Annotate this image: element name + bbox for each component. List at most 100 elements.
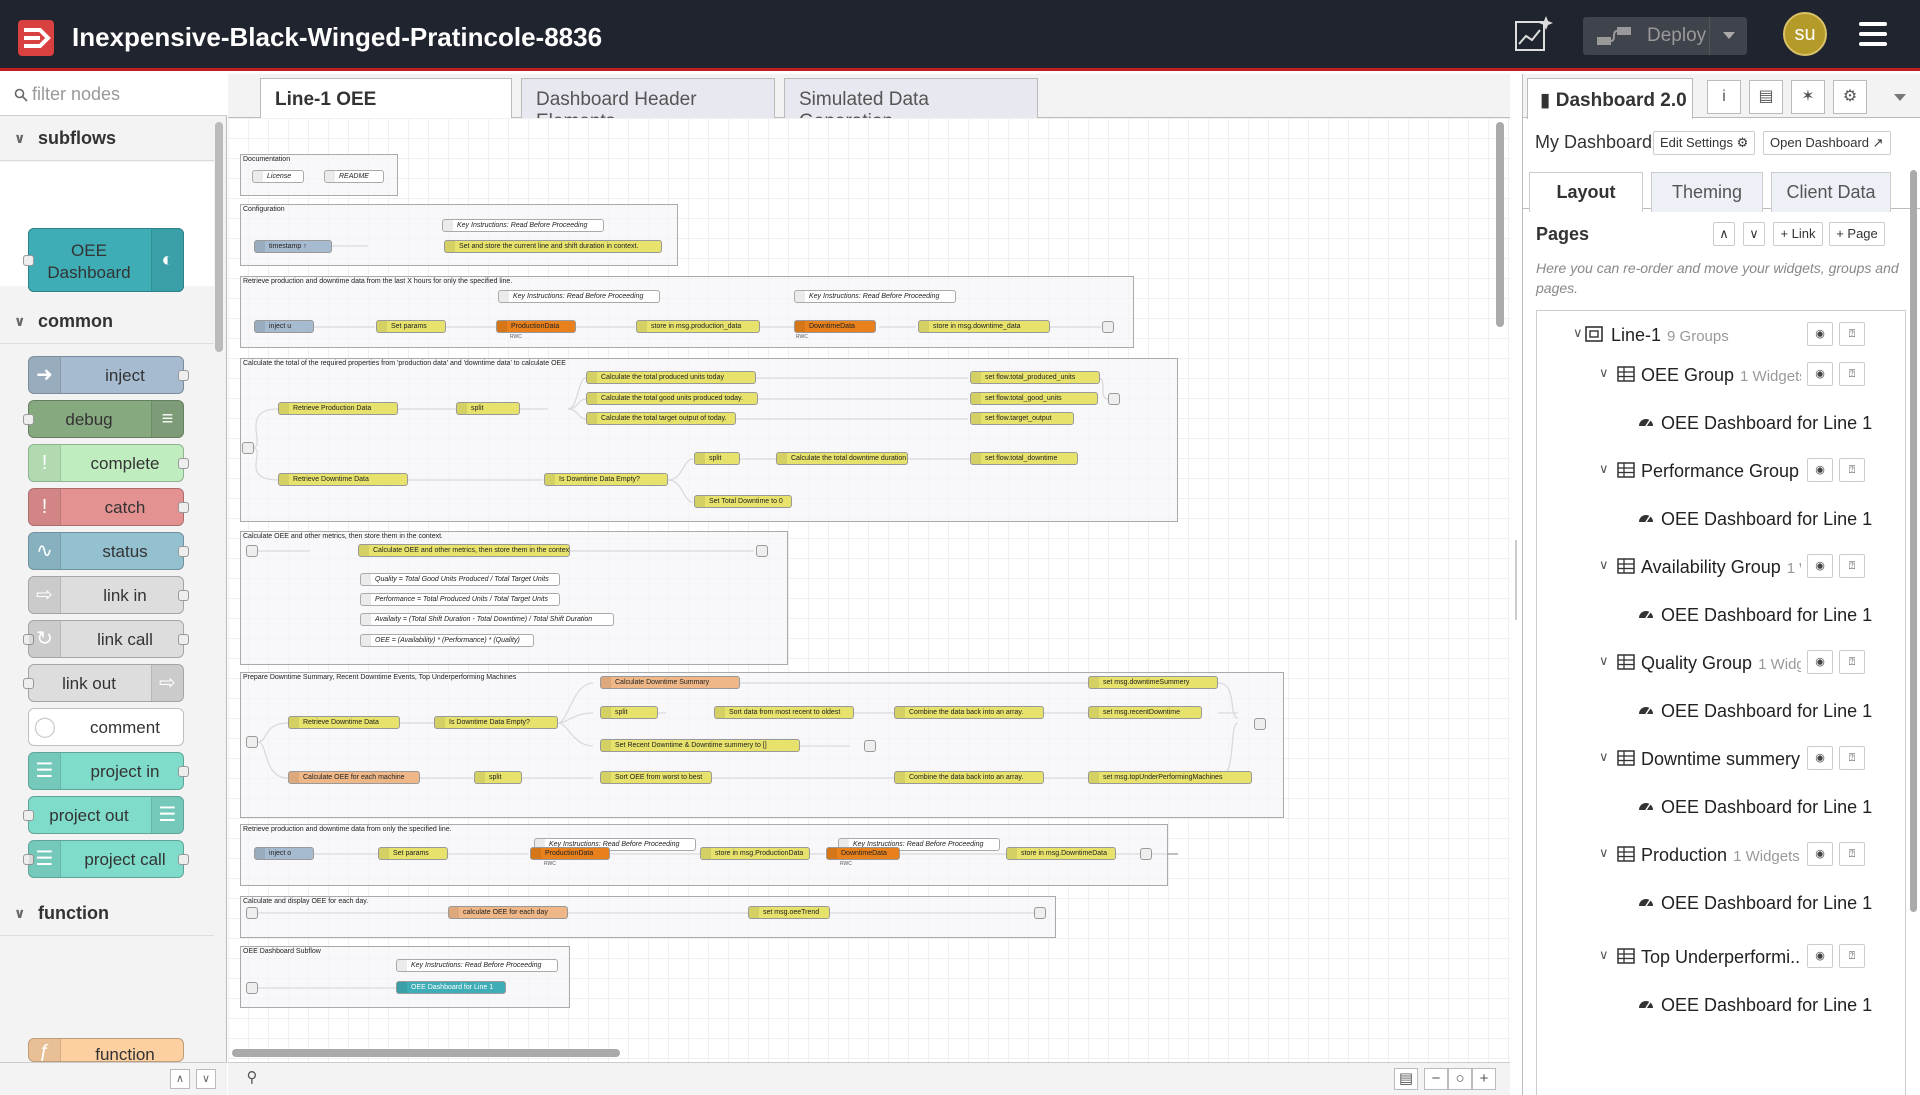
chevron-down-icon[interactable]: ∨: [1599, 461, 1609, 476]
change-node-total-downtime[interactable]: set flow.total_downtime: [970, 452, 1078, 465]
comment-node-availability[interactable]: Availaity = (Total Shift Duration - Tota…: [360, 613, 614, 626]
zoom-reset-icon[interactable]: ○: [1448, 1068, 1472, 1090]
group-retrieve-last-x-hours[interactable]: Retrieve production and downtime data fr…: [240, 276, 1134, 348]
function-node-oee-day[interactable]: calculate OEE for each day: [448, 906, 568, 919]
change-node-store-production[interactable]: store in msg.production_data: [636, 320, 760, 333]
output-port[interactable]: [178, 766, 189, 777]
chevron-down-icon[interactable]: ∨: [1599, 365, 1609, 380]
sort-node-recent[interactable]: Sort data from most recent to oldest: [714, 706, 854, 719]
deploy-dropdown-icon[interactable]: [1723, 32, 1735, 39]
category-common[interactable]: ∨common: [0, 300, 214, 344]
open-dashboard-button[interactable]: Open Dashboard ↗: [1763, 131, 1891, 155]
palette-node-catch[interactable]: !catch: [28, 488, 189, 526]
eye-icon[interactable]: ◉: [1807, 554, 1833, 578]
eye-icon[interactable]: ◉: [1807, 746, 1833, 770]
link-in-node[interactable]: [246, 982, 258, 994]
comment-node-key-instructions[interactable]: Key Instructions: Read Before Proceeding: [498, 290, 660, 303]
palette-node-inject[interactable]: ➜inject: [28, 356, 189, 394]
palette-node-link-call[interactable]: ↻link call: [23, 620, 189, 658]
group-oee-each-day[interactable]: Calculate and display OEE for each day.: [240, 896, 1056, 938]
join-node-combine[interactable]: Combine the data back into an array.: [894, 771, 1044, 784]
palette-node-comment[interactable]: ◯comment: [28, 708, 184, 746]
group-oee-subflow[interactable]: OEE Dashboard Subflow: [240, 946, 570, 1008]
link-out-node[interactable]: [1254, 718, 1266, 730]
change-node-oee-trend[interactable]: set msg.oeeTrend: [748, 906, 830, 919]
expand-all-icon[interactable]: ∨: [196, 1069, 216, 1089]
bug-icon[interactable]: ✶: [1791, 80, 1825, 114]
palette-node-link-out[interactable]: link out⇨: [23, 664, 184, 702]
output-port[interactable]: [178, 634, 189, 645]
group-configuration[interactable]: Configuration: [240, 204, 678, 266]
sidebar-scrollbar[interactable]: [1910, 170, 1917, 912]
query-node-production-data[interactable]: ProductionData: [530, 847, 610, 860]
function-node-set-params[interactable]: Set params: [378, 847, 448, 860]
subflow-node-oee-dashboard[interactable]: OEE Dashboard for Line 1: [396, 981, 506, 994]
chevron-down-icon[interactable]: ∨: [1599, 749, 1609, 764]
sidebar-resize-handle[interactable]: [1510, 540, 1522, 620]
palette-node-status[interactable]: ∿status: [28, 532, 189, 570]
function-node-calc-good[interactable]: Calculate the total good units produced …: [586, 392, 758, 405]
link-out-node[interactable]: [1140, 848, 1152, 860]
output-port[interactable]: [178, 458, 189, 469]
palette-node-link-in[interactable]: ⇨link in: [28, 576, 189, 614]
collapse-all-icon[interactable]: ∧: [170, 1069, 190, 1089]
input-port[interactable]: [23, 414, 34, 425]
chevron-down-icon[interactable]: ∨: [1599, 845, 1609, 860]
group-row[interactable]: ∨Top Underperformi...◉⍰: [1537, 937, 1905, 977]
node-retrieve-production[interactable]: Retrieve Production Data: [278, 402, 398, 415]
function-node-oee-machine[interactable]: Calculate OEE for each machine: [288, 771, 420, 784]
widget-row[interactable]: OEE Dashboard for Line 1: [1537, 403, 1905, 443]
link-in-node[interactable]: [246, 545, 258, 557]
query-node-production-data[interactable]: ProductionData: [496, 320, 576, 333]
change-node-store-production[interactable]: store in msg.ProductionData: [700, 847, 810, 860]
change-node-recent-downtime[interactable]: set msg.recentDowntime: [1088, 706, 1202, 719]
node-retrieve-downtime[interactable]: Retrieve Downtime Data: [278, 473, 408, 486]
palette-node-complete[interactable]: !complete: [28, 444, 189, 482]
change-node-total-good[interactable]: set flow.total_good_units: [970, 392, 1098, 405]
split-node[interactable]: split: [600, 706, 658, 719]
group-calculate-totals[interactable]: Calculate the total of the required prop…: [240, 358, 1178, 522]
tab-dashboard-header-elements[interactable]: Dashboard Header Elements: [521, 78, 775, 132]
group-row[interactable]: ∨Downtime summery◉⍰: [1537, 739, 1905, 779]
eye-icon[interactable]: ◉: [1807, 944, 1833, 968]
widget-row[interactable]: OEE Dashboard for Line 1: [1537, 499, 1905, 539]
info-icon[interactable]: i: [1707, 80, 1741, 114]
output-port[interactable]: [178, 590, 189, 601]
category-function[interactable]: ∨function: [0, 892, 214, 936]
eye-icon[interactable]: ◉: [1807, 322, 1833, 346]
link-out-node[interactable]: [1108, 393, 1120, 405]
tab-layout[interactable]: Layout: [1529, 172, 1643, 212]
group-row[interactable]: ∨Performance Group◉⍰: [1537, 451, 1905, 491]
split-node[interactable]: split: [474, 771, 522, 784]
user-avatar[interactable]: su: [1783, 12, 1827, 56]
output-port[interactable]: [178, 502, 189, 513]
eye-icon[interactable]: ◉: [1807, 362, 1833, 386]
function-node-set-store[interactable]: Set and store the current line and shift…: [444, 240, 662, 253]
inject-node-u[interactable]: inject u: [254, 320, 314, 333]
change-node-top-underperforming[interactable]: set msg.topUnderPerformingMachines: [1088, 771, 1252, 784]
chevron-down-icon[interactable]: ∨: [1599, 557, 1609, 572]
comment-node-key-instructions[interactable]: Key Instructions: Read Before Proceeding: [442, 219, 604, 232]
query-node-downtime-data[interactable]: DowntimeData: [794, 320, 876, 333]
comment-node-license[interactable]: License: [252, 170, 304, 183]
canvas-vertical-scrollbar[interactable]: [1496, 122, 1504, 327]
function-node-downtime-summary[interactable]: Calculate Downtime Summary: [600, 676, 740, 689]
search-icon[interactable]: ⚲: [246, 1069, 258, 1086]
palette-node-project-call[interactable]: ☰project call: [23, 840, 189, 878]
tab-simulated-data-generation[interactable]: Simulated Data Generation: [784, 78, 1038, 132]
query-node-downtime-data[interactable]: DowntimeData: [826, 847, 900, 860]
chevron-down-icon[interactable]: ∨: [1573, 325, 1583, 340]
split-node[interactable]: split: [456, 402, 520, 415]
sidebar-more-dropdown-icon[interactable]: [1894, 94, 1906, 101]
zoom-in-icon[interactable]: +: [1472, 1068, 1496, 1090]
change-node-recent-empty[interactable]: Set Recent Downtime & Downtime summery t…: [600, 739, 800, 752]
link-out-node[interactable]: [756, 545, 768, 557]
join-node-combine[interactable]: Combine the data back into an array.: [894, 706, 1044, 719]
eye-icon[interactable]: ◉: [1807, 650, 1833, 674]
sidebar-tab-dashboard[interactable]: ▮ Dashboard 2.0: [1527, 78, 1693, 119]
inject-node-o[interactable]: inject o: [254, 847, 314, 860]
expand-icon[interactable]: ∨: [1743, 222, 1765, 246]
